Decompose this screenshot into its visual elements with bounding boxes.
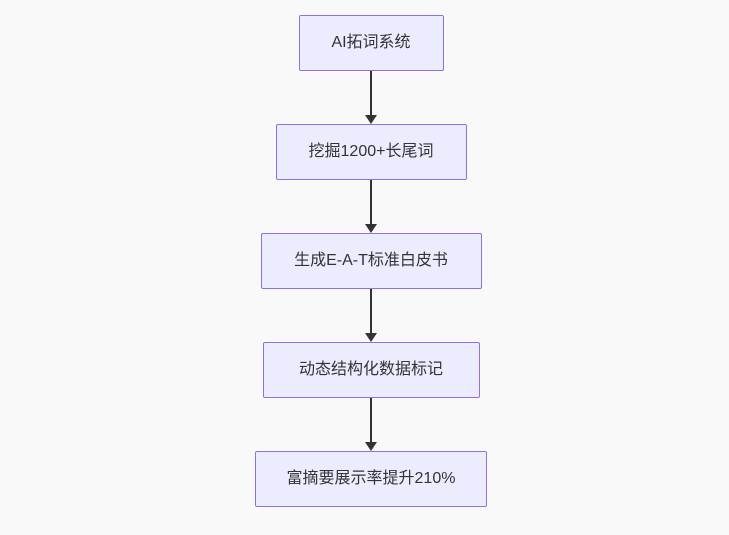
flow-node-label: 生成E-A-T标准白皮书 (294, 252, 448, 269)
flow-node-label: 动态结构化数据标记 (298, 361, 443, 378)
flow-arrow-4 (365, 398, 377, 451)
flow-node-longtail-mining: 挖掘1200+长尾词 (275, 124, 467, 180)
flow-node-structured-data-markup: 动态结构化数据标记 (262, 342, 480, 398)
flow-arrow-2 (365, 180, 377, 233)
arrow-head-down-icon (365, 224, 377, 233)
flow-node-rich-snippet-result: 富摘要展示率提升210% (255, 451, 487, 507)
arrow-line (370, 398, 372, 442)
flow-arrow-3 (365, 289, 377, 342)
arrow-line (370, 180, 372, 224)
flowchart-column: AI拓词系统 挖掘1200+长尾词 生成E-A-T标准白皮书 动态结构化数据标记 (255, 15, 487, 507)
flow-node-label: 富摘要展示率提升210% (286, 470, 456, 487)
arrow-line (370, 289, 372, 333)
arrow-head-down-icon (365, 442, 377, 451)
arrow-head-down-icon (365, 115, 377, 124)
flow-arrow-1 (365, 71, 377, 124)
arrow-line (370, 71, 372, 115)
flow-node-label: 挖掘1200+长尾词 (308, 143, 434, 160)
arrow-head-down-icon (365, 333, 377, 342)
flow-node-eat-whitepaper: 生成E-A-T标准白皮书 (260, 233, 482, 289)
flow-node-label: AI拓词系统 (331, 34, 411, 51)
flow-node-ai-keyword-system: AI拓词系统 (298, 15, 444, 71)
